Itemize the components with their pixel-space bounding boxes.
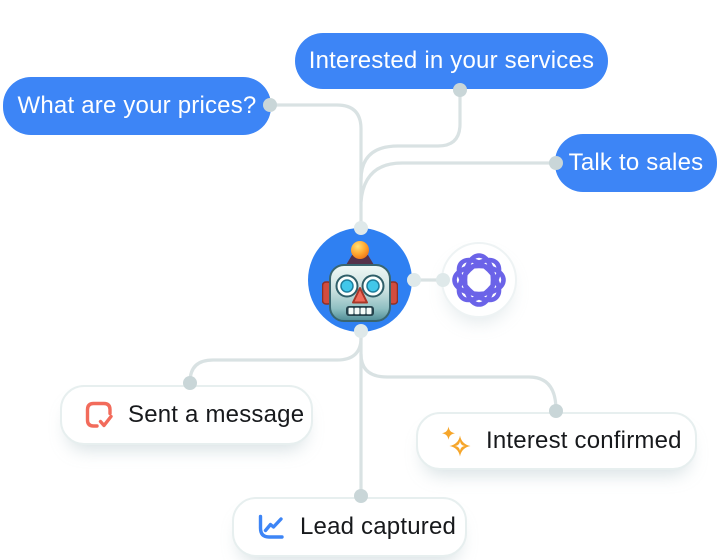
robot-face-icon [322,241,398,322]
event-bubble-label: Sent a message [128,401,305,428]
chat-bubble-talk-to-sales: Talk to sales [555,134,717,192]
ai-badge [441,242,517,318]
wire-prices-to-bot [268,103,363,230]
chart-line-icon [258,514,284,539]
wire-bot-to-sent [188,336,363,384]
event-bubble-interest-confirmed: Interest confirmed [416,412,697,470]
bot-avatar [308,228,412,332]
ai-spirograph-icon [452,253,506,307]
event-bubble-label: Interest confirmed [486,427,682,454]
event-bubble-sent-message: Sent a message [60,385,313,445]
chat-bubble-label: What are your prices? [17,92,257,119]
sparkles-icon [442,426,471,457]
event-bubble-label: Lead captured [300,513,457,540]
chat-bubble-label: Talk to sales [568,149,704,176]
chat-bubble-label: Interested in your services [308,47,595,74]
wire-sales-to-bot [359,161,558,204]
chat-bubble-prices: What are your prices? [3,77,271,135]
wire-bot-to-confirmed [359,352,558,412]
event-bubble-lead-captured: Lead captured [232,497,467,557]
message-sent-icon [85,401,113,428]
wire-interested-to-bot [359,88,462,182]
chat-bubble-interested: Interested in your services [295,33,608,89]
